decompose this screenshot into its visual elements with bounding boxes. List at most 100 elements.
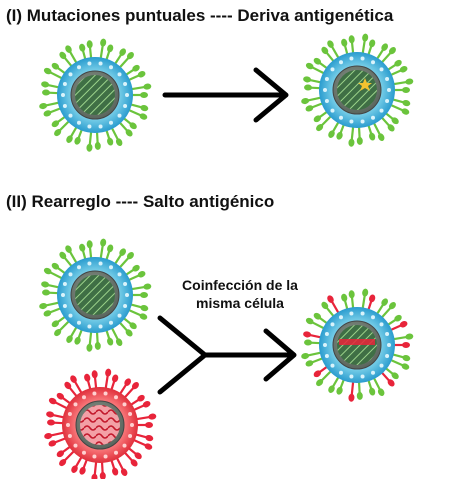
- spike-head: [59, 459, 67, 467]
- membrane-dot: [387, 343, 391, 347]
- membrane-dot: [330, 67, 335, 72]
- spike-head: [79, 466, 86, 475]
- spike-head: [107, 137, 114, 146]
- spike-head: [313, 370, 322, 378]
- membrane-dot: [103, 454, 108, 459]
- spike-head: [145, 435, 154, 442]
- membrane-dot: [98, 261, 103, 266]
- virus-green-original: [39, 38, 152, 152]
- spike-head: [66, 335, 73, 343]
- spike-head: [86, 143, 93, 152]
- coinfection-label-line-1: Coinfección de la: [182, 277, 298, 293]
- membrane-dot: [324, 77, 329, 82]
- spike-head: [39, 302, 48, 310]
- membrane-dot: [82, 395, 86, 400]
- spike-head: [145, 422, 153, 428]
- spike-head: [316, 124, 324, 132]
- membrane-dot: [92, 454, 97, 459]
- spike-head: [71, 465, 78, 473]
- membrane-dot: [123, 282, 128, 287]
- spike-head: [139, 113, 148, 120]
- spike-head: [65, 45, 72, 53]
- membrane-dot: [349, 56, 354, 61]
- membrane-dot: [339, 115, 343, 120]
- spike-head: [94, 341, 101, 350]
- membrane-dot: [125, 93, 129, 97]
- spike-head: [348, 290, 355, 299]
- spike-head: [137, 394, 145, 402]
- spike-head: [328, 130, 335, 138]
- membrane-dot: [371, 60, 375, 65]
- spike-head: [115, 338, 123, 346]
- spike-head: [56, 392, 65, 400]
- spike-head: [86, 343, 93, 352]
- spike-head: [129, 122, 137, 130]
- membrane-dot: [324, 98, 329, 103]
- spike-head: [388, 302, 396, 310]
- spike-head: [137, 271, 146, 278]
- spike-head: [125, 129, 133, 137]
- membrane-dot: [61, 93, 65, 97]
- spike-head: [327, 40, 334, 48]
- membrane-dot: [117, 72, 122, 77]
- spike-head: [51, 262, 60, 270]
- membrane-dot: [123, 82, 128, 87]
- spike-head: [66, 135, 73, 143]
- membrane-dot: [73, 402, 78, 407]
- spike-head: [304, 339, 313, 346]
- spike-head: [70, 375, 77, 383]
- spike-head: [144, 443, 153, 450]
- spike-head: [143, 283, 152, 290]
- spike-head: [107, 244, 114, 253]
- spike-head: [86, 240, 93, 249]
- spike-head: [65, 245, 72, 253]
- genome: [337, 70, 377, 110]
- membrane-dot: [66, 423, 70, 427]
- membrane-dot: [360, 56, 365, 61]
- spike-head: [107, 44, 114, 53]
- spike-head: [362, 288, 369, 297]
- spike-head: [401, 363, 410, 370]
- spike-head: [336, 386, 343, 395]
- spike-head: [47, 419, 56, 426]
- spike-head: [59, 51, 67, 60]
- membrane-dot: [77, 320, 81, 325]
- spike-head: [74, 336, 81, 345]
- spike-head: [140, 305, 149, 312]
- spike-head: [381, 298, 389, 306]
- membrane-dot: [349, 374, 354, 379]
- membrane-dot: [339, 60, 343, 65]
- membrane-dot: [385, 77, 390, 82]
- section-2-title: (II) Rearreglo ---- Salto antigénico: [6, 192, 275, 211]
- spike-head: [305, 105, 314, 112]
- membrane-dot: [123, 103, 128, 108]
- spike-head: [115, 138, 123, 146]
- membrane-dot: [323, 88, 327, 92]
- spike-head: [132, 264, 140, 272]
- virus-green-mutated: [301, 33, 414, 147]
- spike-head: [305, 317, 314, 325]
- membrane-dot: [77, 65, 81, 70]
- spike-head: [48, 440, 57, 447]
- spike-head: [120, 468, 128, 476]
- spike-head: [336, 131, 343, 140]
- spike-head: [369, 294, 376, 303]
- spike-head: [100, 38, 107, 47]
- membrane-dot: [114, 395, 118, 400]
- spike-head: [341, 38, 348, 47]
- red-segment: [339, 339, 375, 345]
- membrane-dot: [68, 313, 73, 318]
- spike-head: [124, 378, 132, 386]
- membrane-dot: [122, 443, 127, 448]
- membrane-dot: [339, 315, 343, 320]
- spike-head: [402, 87, 410, 93]
- spike-head: [44, 432, 53, 440]
- membrane-dot: [324, 353, 329, 358]
- spike-head: [402, 100, 411, 107]
- virus-green-parent: [39, 238, 152, 352]
- membrane-dot: [103, 391, 108, 396]
- spike-head: [391, 117, 399, 125]
- membrane-dot: [117, 272, 122, 277]
- spike-head: [405, 333, 414, 340]
